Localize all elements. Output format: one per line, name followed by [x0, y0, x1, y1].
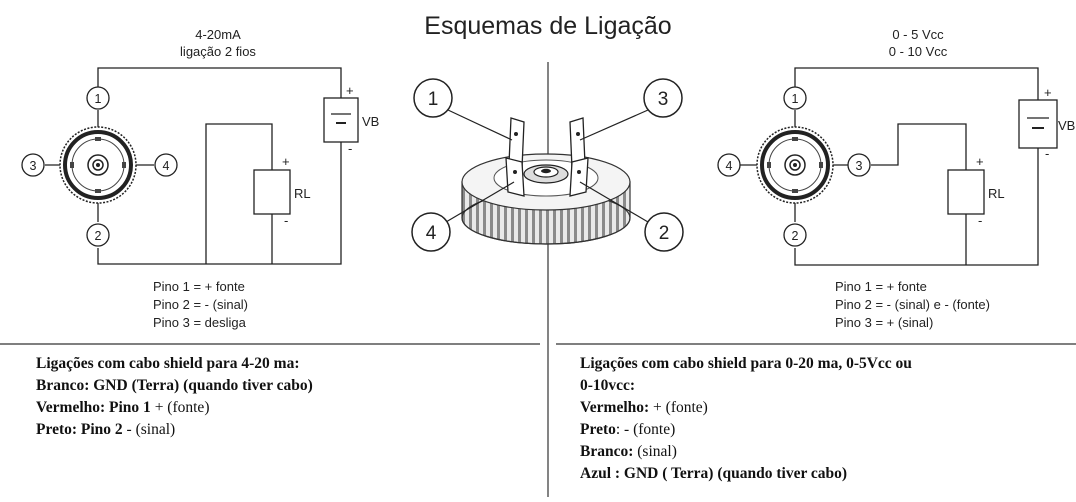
- left-sensor-top-view: [59, 126, 137, 204]
- left-pin1-label: 1: [95, 92, 102, 106]
- center-connector-illustration: 1 3 4 2: [411, 78, 684, 252]
- shield-right-line-1: Vermelho: + (fonte): [580, 399, 708, 416]
- left-pin2-label: 2: [95, 229, 102, 243]
- right-legend-line1: Pino 1 = + fonte: [835, 279, 927, 294]
- shield-left-line-3: Preto: Pino 2 - (sinal): [36, 421, 176, 438]
- left-vb-minus: -: [348, 141, 352, 156]
- right-pin3-marker: [847, 153, 871, 177]
- right-vb-plus: +: [1044, 85, 1052, 100]
- shield-right-block: Ligações com cabo shield para 0-20 ma, 0…: [580, 353, 912, 485]
- right-rl-resistor: [947, 169, 985, 215]
- left-vb-label: VB: [362, 114, 379, 129]
- shield-right-title-line1: Ligações com cabo shield para 0-20 ma, 0…: [580, 355, 912, 372]
- left-header-line2: ligação 2 fios: [180, 44, 256, 59]
- shield-right-line-4: Azul : GND ( Terra) (quando tiver cabo): [580, 465, 848, 482]
- right-legend-line3: Pino 3 = + (sinal): [835, 315, 933, 330]
- center-callout-3: [643, 78, 683, 118]
- right-pin3-label: 3: [856, 159, 863, 173]
- left-schematic: 4-20mA ligação 2 fios + - VB + - RL: [21, 27, 379, 330]
- page-title: Esquemas de Ligação: [424, 12, 671, 40]
- shield-left-line-2: Vermelho: Pino 1 + (fonte): [36, 399, 210, 416]
- left-pin4-marker: [154, 153, 178, 177]
- shield-right-line-2: Preto: - (fonte): [580, 421, 676, 438]
- right-header-line1: 0 - 5 Vcc: [892, 27, 944, 42]
- right-vb-label: VB: [1058, 118, 1075, 133]
- center-callout-2: [644, 212, 684, 252]
- left-legend-line2: Pino 2 = - (sinal): [153, 297, 248, 312]
- left-vb-plus: +: [346, 83, 354, 98]
- right-pin4-marker: [717, 153, 741, 177]
- connector-terminal-2: [569, 157, 589, 197]
- center-callout-4-label: 4: [426, 223, 437, 244]
- right-vb-minus: -: [1045, 146, 1049, 161]
- shield-left-block: Ligações com cabo shield para 4-20 ma: B…: [36, 353, 313, 441]
- right-wire-bottom: [794, 148, 1039, 266]
- left-header-line1: 4-20mA: [195, 27, 241, 42]
- right-pin4-label: 4: [726, 159, 733, 173]
- center-callout-4: [411, 212, 451, 252]
- left-pin4-label: 4: [163, 159, 170, 173]
- connector-terminal-4: [505, 157, 525, 197]
- shield-right-line-3: Branco: (sinal): [580, 443, 677, 460]
- left-wire-bottom: [97, 142, 342, 265]
- shield-right-title-line2: 0-10vcc:: [580, 377, 636, 394]
- shield-left-title: Ligações com cabo shield para 4-20 ma:: [36, 355, 300, 372]
- right-rl-minus: -: [978, 213, 982, 228]
- shield-left-line-1: Branco: GND (Terra) (quando tiver cabo): [36, 377, 313, 394]
- right-wire-rl: [871, 123, 967, 170]
- left-pin3-label: 3: [30, 159, 37, 173]
- left-legend-line1: Pino 1 = + fonte: [153, 279, 245, 294]
- left-wire-rl: [205, 123, 273, 264]
- center-callout-3-label: 3: [658, 89, 669, 110]
- left-pin2-marker: [86, 223, 110, 247]
- left-legend-line3: Pino 3 = desliga: [153, 315, 247, 330]
- center-callout-2-label: 2: [659, 223, 670, 244]
- left-vb-source: [323, 97, 359, 143]
- left-rl-plus: +: [282, 154, 290, 169]
- left-pin3-marker: [21, 153, 45, 177]
- right-pin1-label: 1: [792, 92, 799, 106]
- left-rl-minus: -: [284, 213, 288, 228]
- right-pin2-label: 2: [792, 229, 799, 243]
- center-callout-1: [413, 78, 453, 118]
- right-wire-top: [794, 67, 1039, 100]
- right-legend-line2: Pino 2 = - (sinal) e - (fonte): [835, 297, 990, 312]
- right-rl-plus: +: [976, 154, 984, 169]
- left-rl-resistor: [253, 169, 291, 215]
- right-schematic: 0 - 5 Vcc 0 - 10 Vcc + - VB + - RL: [717, 27, 1075, 330]
- left-pin1-marker: [86, 86, 110, 110]
- right-vb-source: [1018, 99, 1058, 149]
- right-pin2-marker: [783, 223, 807, 247]
- right-rl-label: RL: [988, 186, 1005, 201]
- left-rl-label: RL: [294, 186, 311, 201]
- right-sensor-top-view: [756, 126, 834, 204]
- left-wire-top: [97, 67, 342, 98]
- right-pin1-marker: [783, 86, 807, 110]
- right-header-line2: 0 - 10 Vcc: [889, 44, 948, 59]
- center-callout-1-label: 1: [428, 89, 439, 110]
